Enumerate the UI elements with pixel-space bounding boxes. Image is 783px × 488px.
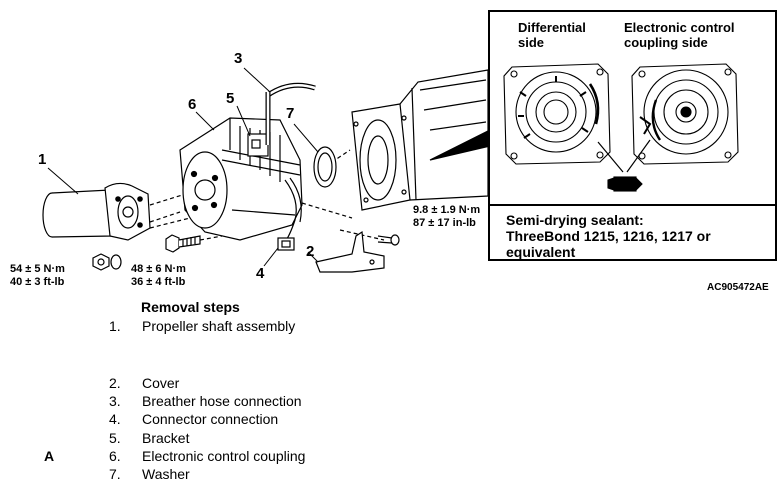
step-number: 7. (109, 466, 121, 482)
coupling-housing-illustration (179, 117, 303, 243)
torque-spec-left: 54 ± 5 N·m 40 ± 3 ft-lb (10, 263, 65, 289)
torque-mid-imperial: 36 ± 4 ft-lb (131, 276, 186, 288)
torque-left-metric: 54 ± 5 N·m (10, 263, 65, 275)
sealant-tube-icon (607, 176, 643, 192)
leader-lines (47, 67, 319, 267)
callout-6: 6 (188, 96, 197, 113)
differential-side-flange (503, 63, 611, 165)
washer-illustration (313, 146, 337, 188)
connector-illustration (277, 237, 295, 251)
step-number: 1. (109, 318, 121, 334)
sealant-detail-inset: Differential side Electronic control cou… (488, 10, 777, 261)
flange-nut-illustration (92, 253, 122, 271)
flange-faces-illustration (503, 63, 739, 192)
differential-side-title: Differential side (518, 20, 586, 50)
step-label: Propeller shaft assembly (142, 318, 296, 334)
step-label: Connector connection (142, 411, 279, 427)
step-label: Cover (142, 375, 180, 391)
differential-side-title-line2: side (518, 35, 545, 50)
cover-bolt-illustration (377, 234, 400, 246)
callout-3: 3 (234, 50, 243, 67)
callout-4: 4 (256, 265, 265, 282)
inset-pointer (429, 129, 491, 161)
callout-7: 7 (286, 105, 295, 122)
sealant-spec-line2: ThreeBond 1215, 1216, 1217 or (506, 228, 711, 244)
sealant-spec-text: Semi-drying sealant: ThreeBond 1215, 121… (506, 212, 711, 260)
differential-case-illustration (351, 69, 489, 211)
coupling-bolt-illustration (165, 234, 201, 253)
torque-left-imperial: 40 ± 3 ft-lb (10, 276, 65, 288)
breather-hose-illustration (265, 82, 316, 145)
removal-steps-heading: Removal steps (141, 299, 240, 315)
callout-1: 1 (38, 151, 47, 168)
sealant-spec-line1: Semi-drying sealant: (506, 212, 644, 228)
propeller-shaft-illustration (42, 182, 151, 241)
sealant-spec-box: Semi-drying sealant: ThreeBond 1215, 121… (490, 204, 775, 261)
torque-right-imperial: 87 ± 17 in-lb (413, 217, 476, 229)
torque-spec-mid: 48 ± 6 N·m 36 ± 4 ft-lb (131, 263, 186, 289)
step-label: Bracket (142, 430, 190, 446)
step-number: 4. (109, 411, 121, 427)
torque-mid-metric: 48 ± 6 N·m (131, 263, 186, 275)
coupling-side-flange (631, 63, 739, 165)
step-number: 5. (109, 430, 121, 446)
coupling-side-title-line1: Electronic control (624, 20, 735, 35)
differential-side-title-line1: Differential (518, 20, 586, 35)
torque-right-metric: 9.8 ± 1.9 N·m (413, 204, 481, 216)
sealant-spec-line3: equivalent (506, 244, 576, 260)
step-number: 3. (109, 393, 121, 409)
torque-spec-right: 9.8 ± 1.9 N·m 87 ± 17 in-lb (413, 204, 480, 230)
callout-5: 5 (226, 90, 235, 107)
step-number: 6. (109, 448, 121, 464)
callout-2: 2 (306, 243, 315, 260)
step-label: Electronic control coupling (142, 448, 306, 464)
coupling-side-title-line2: coupling side (624, 35, 708, 50)
coupling-side-title: Electronic control coupling side (624, 20, 735, 50)
figure-code: AC905472AE (707, 282, 769, 293)
step-number: 2. (109, 375, 121, 391)
step-label: Washer (142, 466, 190, 482)
step-marker-letter: A (44, 448, 55, 464)
cover-illustration (315, 230, 385, 273)
step-label: Breather hose connection (142, 393, 302, 409)
